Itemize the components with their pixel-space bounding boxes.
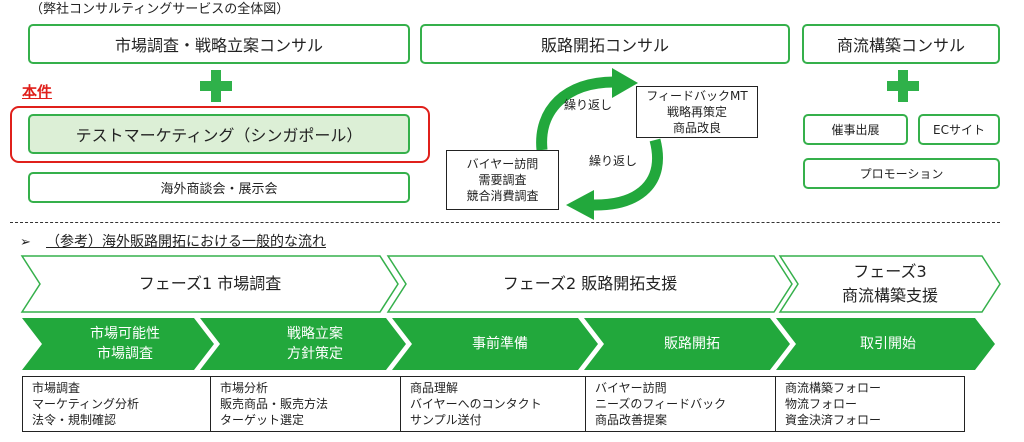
buyer-visit-box: バイヤー訪問 需要調査 競合消費調査 bbox=[446, 150, 559, 210]
detail-line: ニーズのフィードバック bbox=[595, 397, 727, 411]
curved-arrow-icon bbox=[566, 138, 663, 220]
detail-line: 市場調査 bbox=[32, 381, 81, 395]
detail-line: マーケティング分析 bbox=[32, 397, 140, 411]
step-chevron bbox=[584, 318, 790, 370]
feedback-line: 商品改良 bbox=[672, 121, 721, 135]
test-marketing-label: テストマーケティング（シンガポール） bbox=[75, 126, 363, 145]
commercial-flow-consulting-box: 商流構築コンサル bbox=[802, 24, 1000, 64]
step-label-line: 市場調査 bbox=[97, 346, 153, 362]
detail-line: 法令・規制確認 bbox=[32, 413, 117, 427]
detail-box: 市場調査 マーケティング分析 法令・規制確認 bbox=[22, 376, 211, 432]
sales-channel-consulting-box: 販路開拓コンサル bbox=[420, 24, 790, 64]
detail-line: 市場分析 bbox=[220, 381, 269, 395]
test-marketing-box: テストマーケティング（シンガポール） bbox=[28, 114, 410, 154]
detail-box: 市場分析 販売商品・販売方法 ターゲット選定 bbox=[210, 376, 401, 432]
step-label: 取引開始 bbox=[798, 318, 978, 370]
detail-box: 商流構築フォロー 物流フォロー 資金決済フォロー bbox=[775, 376, 965, 432]
detail-line: ターゲット選定 bbox=[220, 413, 305, 427]
phase-label: フェーズ1 市場調査 bbox=[40, 256, 380, 312]
phase-label: フェーズ3 商流構築支援 bbox=[798, 256, 982, 312]
diagram-title: （弊社コンサルティングサービスの全体図） bbox=[30, 2, 290, 17]
detail-line: サンプル送付 bbox=[410, 413, 482, 427]
detail-box: バイヤー訪問 ニーズのフィードバック 商品改善提案 bbox=[585, 376, 776, 432]
detail-line: 商品理解 bbox=[410, 381, 459, 395]
event-exhibit-box: 催事出展 bbox=[803, 114, 908, 145]
repeat-label-top: 繰り返し bbox=[564, 98, 613, 112]
feedback-line: 戦略再策定 bbox=[666, 105, 727, 119]
step-label-line: 販路開拓 bbox=[664, 336, 720, 352]
detail-line: 商品改善提案 bbox=[595, 413, 668, 427]
buyer-line: 競合消費調査 bbox=[466, 189, 539, 203]
this-project-highlight-frame bbox=[10, 106, 430, 163]
phase-label-line: フェーズ3 bbox=[853, 262, 927, 281]
dashed-divider bbox=[10, 222, 1000, 223]
step-label: 戦略立案 方針策定 bbox=[225, 318, 405, 370]
reference-heading: （参考）海外販路開拓における一般的な流れ bbox=[46, 234, 326, 250]
trade-show-label: 海外商談会・展示会 bbox=[160, 182, 278, 197]
phase-label-line: フェーズ2 販路開拓支援 bbox=[502, 274, 678, 293]
ec-site-label: ECサイト bbox=[933, 123, 985, 137]
promotion-box: プロモーション bbox=[803, 158, 1000, 189]
detail-line: 商流構築フォロー bbox=[785, 381, 882, 395]
step-label-line: 事前準備 bbox=[472, 336, 528, 352]
detail-line: 販売商品・販売方法 bbox=[220, 397, 329, 411]
commercial-flow-consulting-label: 商流構築コンサル bbox=[836, 36, 965, 55]
curved-arrow-icon bbox=[536, 68, 638, 151]
detail-line: バイヤー訪問 bbox=[595, 381, 667, 395]
phase-label-line: 商流構築支援 bbox=[841, 286, 938, 305]
step-label-line: 市場可能性 bbox=[90, 326, 160, 342]
step-chevron bbox=[776, 318, 995, 370]
phase-chevron bbox=[20, 255, 399, 313]
step-chevron bbox=[392, 318, 598, 370]
step-label: 市場可能性 市場調査 bbox=[38, 318, 212, 370]
promotion-label: プロモーション bbox=[859, 167, 944, 181]
detail-line: バイヤーへのコンタクト bbox=[410, 397, 542, 411]
this-project-label: 本件 bbox=[22, 83, 53, 101]
phase-chevron bbox=[386, 255, 793, 313]
step-label: 事前準備 bbox=[412, 318, 588, 370]
step-label-line: 取引開始 bbox=[860, 336, 916, 352]
step-chevron bbox=[22, 318, 214, 370]
phase-chevron bbox=[778, 255, 1001, 313]
trade-show-box: 海外商談会・展示会 bbox=[28, 172, 410, 203]
feedback-line: フィードバックMT bbox=[646, 89, 748, 103]
sales-channel-consulting-label: 販路開拓コンサル bbox=[540, 36, 669, 55]
step-label: 販路開拓 bbox=[604, 318, 780, 370]
step-label-line: 戦略立案 bbox=[287, 326, 343, 342]
phase-label-line: フェーズ1 市場調査 bbox=[138, 274, 282, 293]
repeat-label-bottom: 繰り返し bbox=[589, 154, 638, 168]
market-research-consulting-box: 市場調査・戦略立案コンサル bbox=[28, 24, 410, 64]
buyer-line: 需要調査 bbox=[478, 173, 527, 187]
plus-icon bbox=[200, 70, 232, 102]
step-label-line: 方針策定 bbox=[287, 346, 343, 362]
detail-line: 物流フォロー bbox=[785, 397, 858, 411]
market-research-consulting-label: 市場調査・戦略立案コンサル bbox=[114, 36, 323, 55]
detail-line: 資金決済フォロー bbox=[785, 413, 882, 427]
bullet-arrow-icon: ➢ bbox=[20, 235, 31, 250]
feedback-box: フィードバックMT 戦略再策定 商品改良 bbox=[636, 86, 758, 138]
phase-label: フェーズ2 販路開拓支援 bbox=[406, 256, 774, 312]
ec-site-box: ECサイト bbox=[918, 114, 1000, 145]
step-chevron bbox=[200, 318, 406, 370]
event-exhibit-label: 催事出展 bbox=[831, 123, 880, 137]
plus-icon bbox=[887, 70, 919, 102]
buyer-line: バイヤー訪問 bbox=[466, 157, 539, 171]
detail-box: 商品理解 バイヤーへのコンタクト サンプル送付 bbox=[400, 376, 586, 432]
